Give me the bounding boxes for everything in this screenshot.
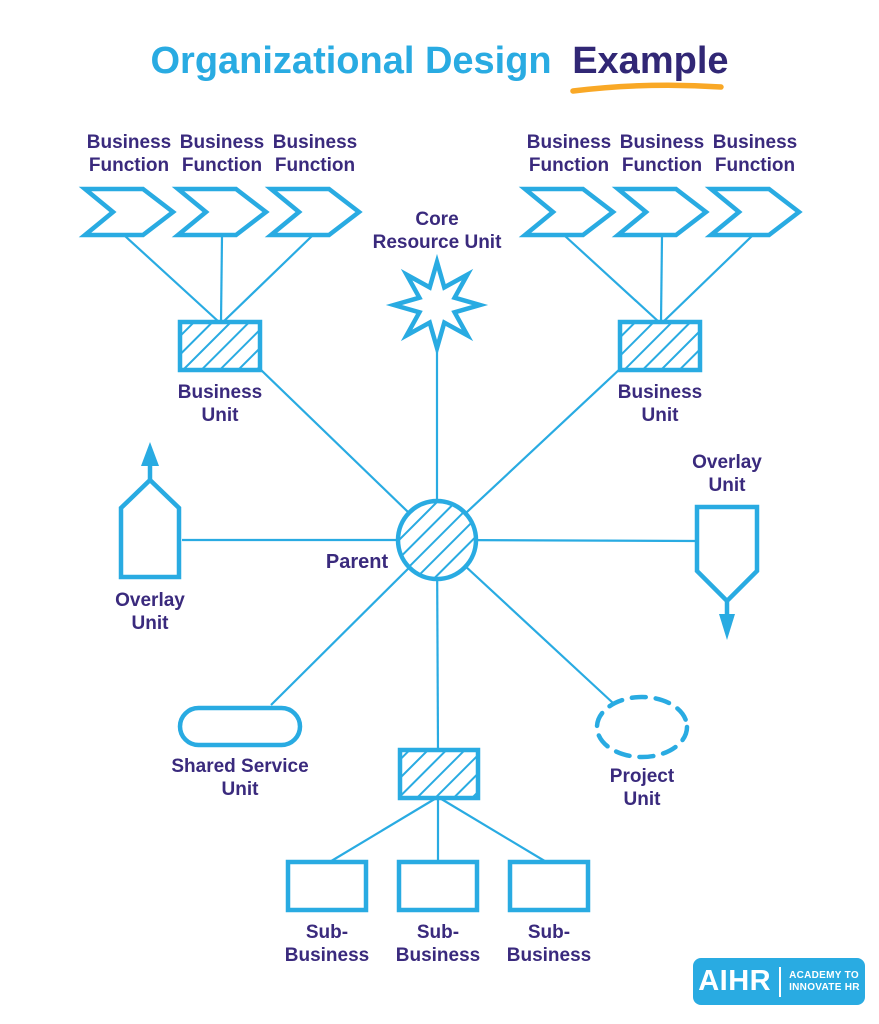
label-line: Business (86, 132, 172, 153)
label-line: Overlay (115, 590, 185, 611)
connector-line (436, 538, 698, 543)
sub-business-rect (285, 859, 369, 913)
label-line: Function (714, 155, 796, 176)
business-unit-hatched-rect (177, 319, 263, 373)
label-line: INNOVATE HR (789, 981, 860, 993)
parent-hatched-circle (395, 498, 479, 582)
overlay-unit-up-shape (118, 476, 182, 580)
title-highlight: Example (570, 40, 729, 94)
shared-service-pill-shape (177, 705, 303, 748)
label-business-function: Business Function (180, 131, 264, 177)
label-line: Sub- (305, 922, 349, 943)
overlay-unit-down-shape (694, 504, 760, 605)
label-line: Function (274, 155, 356, 176)
label-sub-business: Sub- Business (396, 921, 480, 967)
label-overlay-unit: Overlay Unit (115, 589, 185, 635)
connector-line (258, 367, 438, 541)
label-sub-business: Sub- Business (507, 921, 591, 967)
label-line: Business (617, 382, 703, 403)
label-line: Unit (623, 789, 661, 810)
label-line: Parent (325, 551, 389, 573)
overlay-up-arrowhead-icon (141, 442, 159, 466)
business-function-chevron-icon (78, 186, 177, 238)
label-line: Business (177, 382, 263, 403)
connector-line (564, 235, 660, 323)
connector-line (659, 235, 664, 323)
label-overlay-unit: Overlay Unit (692, 451, 762, 497)
label-business-function: Business Function (527, 131, 611, 177)
business-function-chevron-icon (611, 186, 710, 238)
page-title: Organizational Design Example (0, 40, 879, 94)
title-underline-swoosh-icon (570, 82, 724, 94)
label-shared-service-unit: Shared Service Unit (171, 755, 308, 801)
connector-line (437, 796, 549, 864)
label-line: Business (619, 132, 705, 153)
aihr-logo-tagline: ACADEMY TO INNOVATE HR (789, 970, 860, 994)
label-line: Resource Unit (372, 232, 502, 253)
label-sub-business: Sub- Business (285, 921, 369, 967)
label-line: Unit (201, 405, 239, 426)
aihr-logo: AIHR ACADEMY TO INNOVATE HR (693, 958, 865, 1005)
label-business-function: Business Function (87, 131, 171, 177)
label-line: Unit (708, 475, 746, 496)
label-core-resource-unit: Core Resource Unit (373, 208, 502, 254)
connector-line (662, 235, 753, 323)
label-business-function: Business Function (273, 131, 357, 177)
label-line: Project (609, 766, 675, 787)
label-line: Business (179, 132, 265, 153)
project-unit-dashed-ellipse (594, 694, 690, 760)
label-line: Function (528, 155, 610, 176)
business-unit-hatched-rect (617, 319, 703, 373)
label-business-unit: Business Unit (618, 381, 702, 427)
label-line: Business (272, 132, 358, 153)
business-function-chevron-icon (518, 186, 617, 238)
business-function-chevron-icon (171, 186, 270, 238)
label-line: Overlay (692, 452, 762, 473)
overlay-down-arrowhead-icon (719, 614, 735, 640)
business-function-chevron-icon (704, 186, 803, 238)
label-line: Function (621, 155, 703, 176)
business-function-chevron-icon (264, 186, 363, 238)
label-line: Sub- (527, 922, 571, 943)
title-main: Organizational Design (150, 40, 552, 82)
sub-business-rect (396, 859, 480, 913)
aihr-logo-divider (779, 966, 782, 997)
label-line: Business (712, 132, 798, 153)
label-line: Business (395, 945, 481, 966)
label-line: Shared Service (171, 756, 309, 777)
label-line: Unit (221, 779, 259, 800)
connector-line (124, 235, 220, 323)
label-business-unit: Business Unit (178, 381, 262, 427)
aihr-logo-brand: AIHR (698, 965, 772, 997)
label-project-unit: Project Unit (610, 765, 674, 811)
label-business-function: Business Function (713, 131, 797, 177)
core-resource-star-icon (385, 253, 489, 357)
label-line: Business (506, 945, 592, 966)
label-business-function: Business Function (620, 131, 704, 177)
sub-business-parent-hatched-rect (397, 747, 481, 801)
label-line: ACADEMY TO (789, 969, 859, 981)
label-line: Unit (131, 613, 169, 634)
sub-business-rect (507, 859, 591, 913)
label-line: Business (284, 945, 370, 966)
label-line: Sub- (416, 922, 460, 943)
connector-line (222, 235, 313, 323)
label-line: Core (415, 209, 459, 230)
connector-line (219, 235, 224, 323)
connector-line (327, 796, 439, 864)
label-line: Function (181, 155, 263, 176)
label-line: Business (526, 132, 612, 153)
label-line: Function (88, 155, 170, 176)
label-line: Unit (641, 405, 679, 426)
connector-line (436, 367, 622, 541)
title-highlight-text: Example (572, 40, 729, 82)
label-parent: Parent (326, 551, 388, 574)
